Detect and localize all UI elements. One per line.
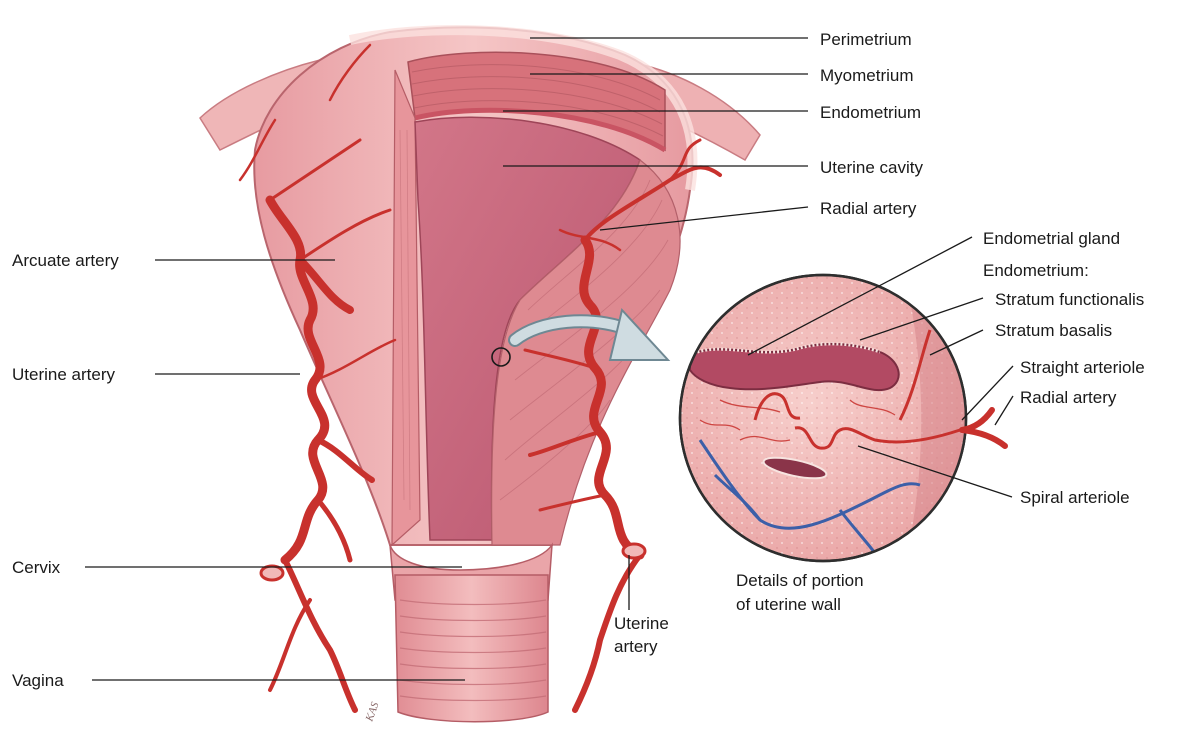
artist-signature: KAS (363, 700, 381, 724)
label-uterine-artery-right-1: Uterine (614, 614, 669, 633)
label-endometrial-gland: Endometrial gland (983, 229, 1120, 248)
label-uterine-artery-left: Uterine artery (12, 365, 115, 384)
label-stratum-functionalis: Stratum functionalis (995, 290, 1144, 309)
vagina (395, 575, 548, 722)
label-perimetrium: Perimetrium (820, 30, 912, 49)
label-uterine-artery-right-2: artery (614, 637, 658, 656)
caption-line-2: of uterine wall (736, 595, 841, 614)
label-endometrium: Endometrium (820, 103, 921, 122)
label-stratum-basalis: Stratum basalis (995, 321, 1112, 340)
detail-inset (680, 275, 1005, 565)
label-arcuate-artery: Arcuate artery (12, 251, 119, 270)
label-straight-arteriole: Straight arteriole (1020, 358, 1145, 377)
label-myometrium: Myometrium (820, 66, 914, 85)
svg-text:KAS: KAS (363, 700, 381, 724)
label-endometrium-heading: Endometrium: (983, 261, 1089, 280)
label-spiral-arteriole: Spiral arteriole (1020, 488, 1130, 507)
caption-line-1: Details of portion (736, 571, 864, 590)
label-uterine-cavity: Uterine cavity (820, 158, 923, 177)
label-radial-artery-detail: Radial artery (1020, 388, 1117, 407)
label-cervix: Cervix (12, 558, 61, 577)
label-vagina: Vagina (12, 671, 64, 690)
label-radial-artery: Radial artery (820, 199, 917, 218)
